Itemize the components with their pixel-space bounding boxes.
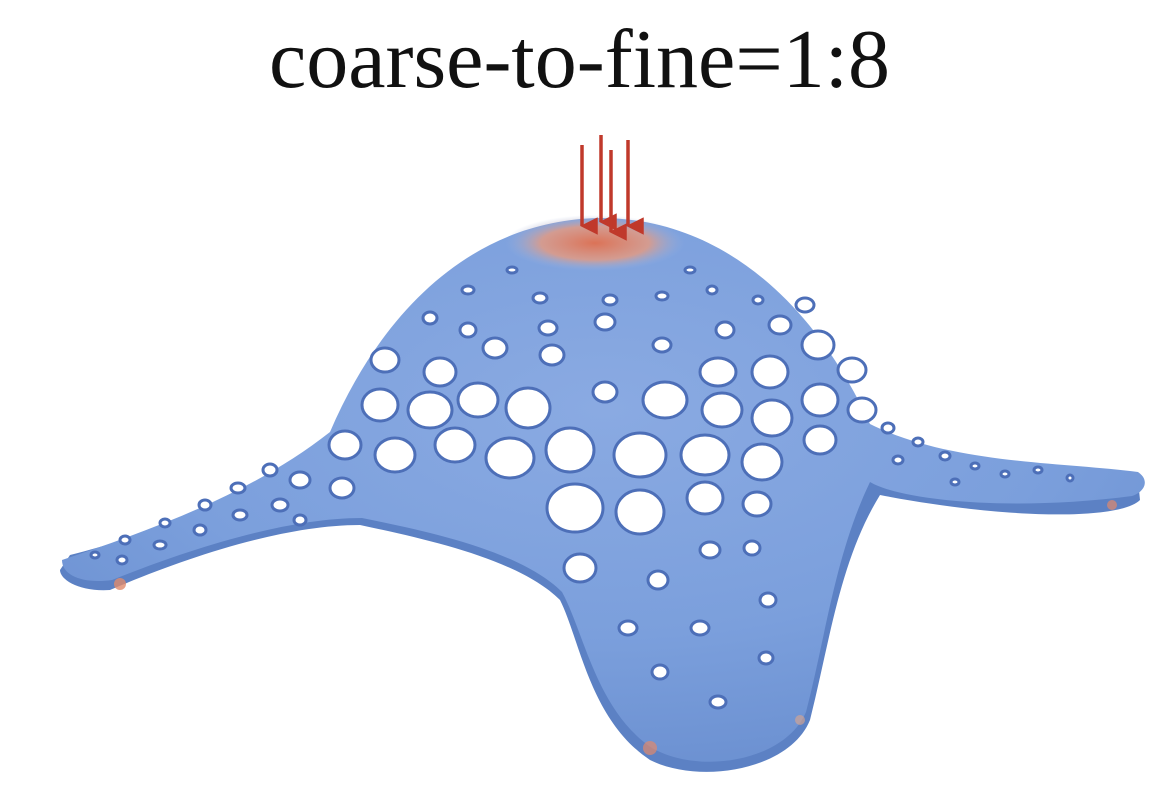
stress-spot-left [114,578,126,590]
stress-spot-right [1107,500,1117,510]
shell-holes [89,265,1075,710]
stress-hotspot [505,215,685,271]
load-arrows [580,135,644,241]
stress-spot-bottom [643,741,657,755]
stress-spot-bottom-right [795,715,805,725]
figure-title: coarse-to-fine=1:8 [268,13,891,106]
shell-surface [62,218,1145,762]
